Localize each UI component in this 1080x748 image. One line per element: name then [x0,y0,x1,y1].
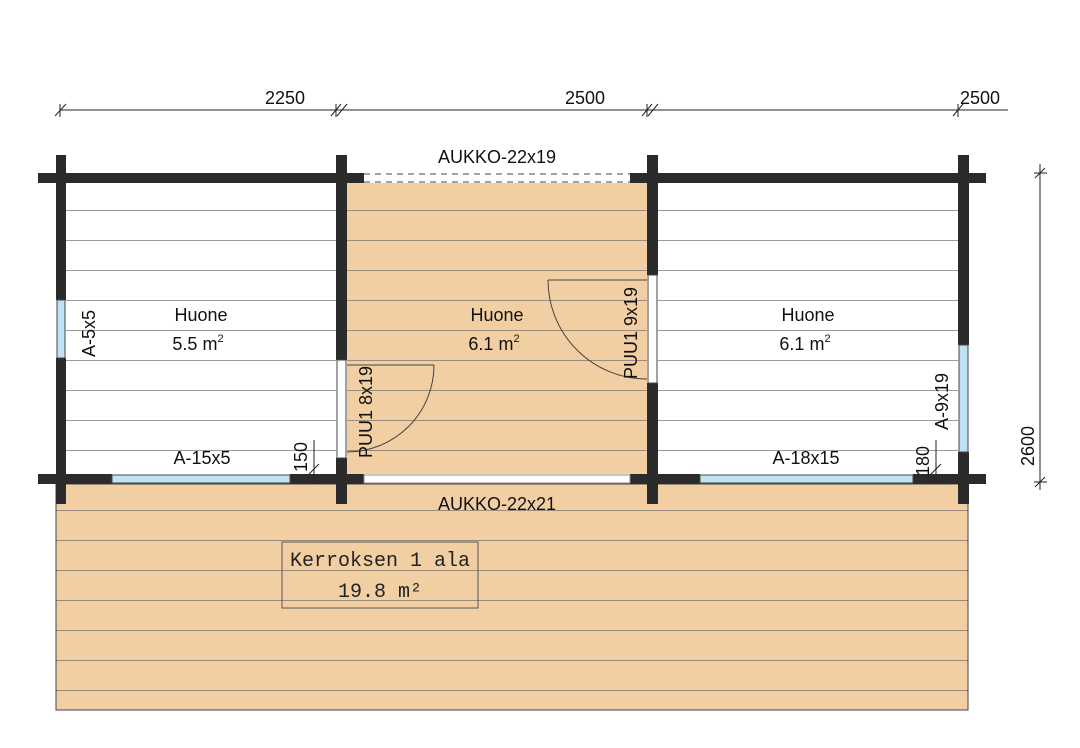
small-dim-right: 180 [913,446,933,476]
room-right-area-sup: 2 [824,333,830,345]
room-floor-left [66,183,336,474]
small-dim-left-lines [308,440,320,484]
window-right[interactable] [958,344,969,453]
room-right-name: Huone [781,305,834,325]
room-right-area: 6.1 m2 [779,333,830,354]
dim-right: 2600 [1018,426,1038,466]
dimension-right [1034,164,1047,490]
window-bottom-right-label: A-18x15 [772,448,839,468]
window-right-label: A-9x19 [932,373,952,430]
room-middle-area-value: 6.1 m [468,334,513,354]
small-dim-right-lines [930,440,942,484]
room-middle-area: 6.1 m2 [468,333,519,354]
room-middle-name: Huone [470,305,523,325]
door-right-frame[interactable] [647,274,658,384]
opening-top-label: AUKKO-22x19 [438,147,556,167]
dimension-top [54,103,1008,117]
dim-top-3: 2500 [960,88,1000,108]
room-left-area-sup: 2 [217,333,223,345]
dim-top-2: 2500 [565,88,605,108]
room-left-area-value: 5.5 m [172,334,217,354]
door-left-frame[interactable] [336,359,347,459]
window-left[interactable] [56,299,66,359]
door-right-swing [547,279,648,380]
window-bottom-left[interactable] [111,474,291,484]
window-bottom-right[interactable] [699,474,914,484]
room-right-area-value: 6.1 m [779,334,824,354]
window-left-label: A-5x5 [79,310,99,357]
window-bottom-left-label: A-15x5 [173,448,230,468]
floor-area-title: Kerroksen 1 ala [290,550,470,573]
room-floor-middle [347,183,647,474]
dim-top-1: 2250 [265,88,305,108]
door-left-label: PUU1 8x19 [356,366,376,458]
door-right-label: PUU1 9x19 [621,287,641,379]
room-left-area: 5.5 m2 [172,333,223,354]
walls [38,155,986,504]
bottom-opening [363,474,631,484]
opening-bottom-label: AUKKO-22x21 [438,494,556,514]
room-left-name: Huone [174,305,227,325]
floor-area-value: 19.8 m² [338,581,422,604]
terrace-deck [55,483,969,711]
small-dim-left: 150 [291,442,311,472]
door-left-swing [346,364,435,453]
room-floor-right [658,183,958,474]
floor-area-box [281,541,479,609]
room-middle-area-sup: 2 [513,333,519,345]
